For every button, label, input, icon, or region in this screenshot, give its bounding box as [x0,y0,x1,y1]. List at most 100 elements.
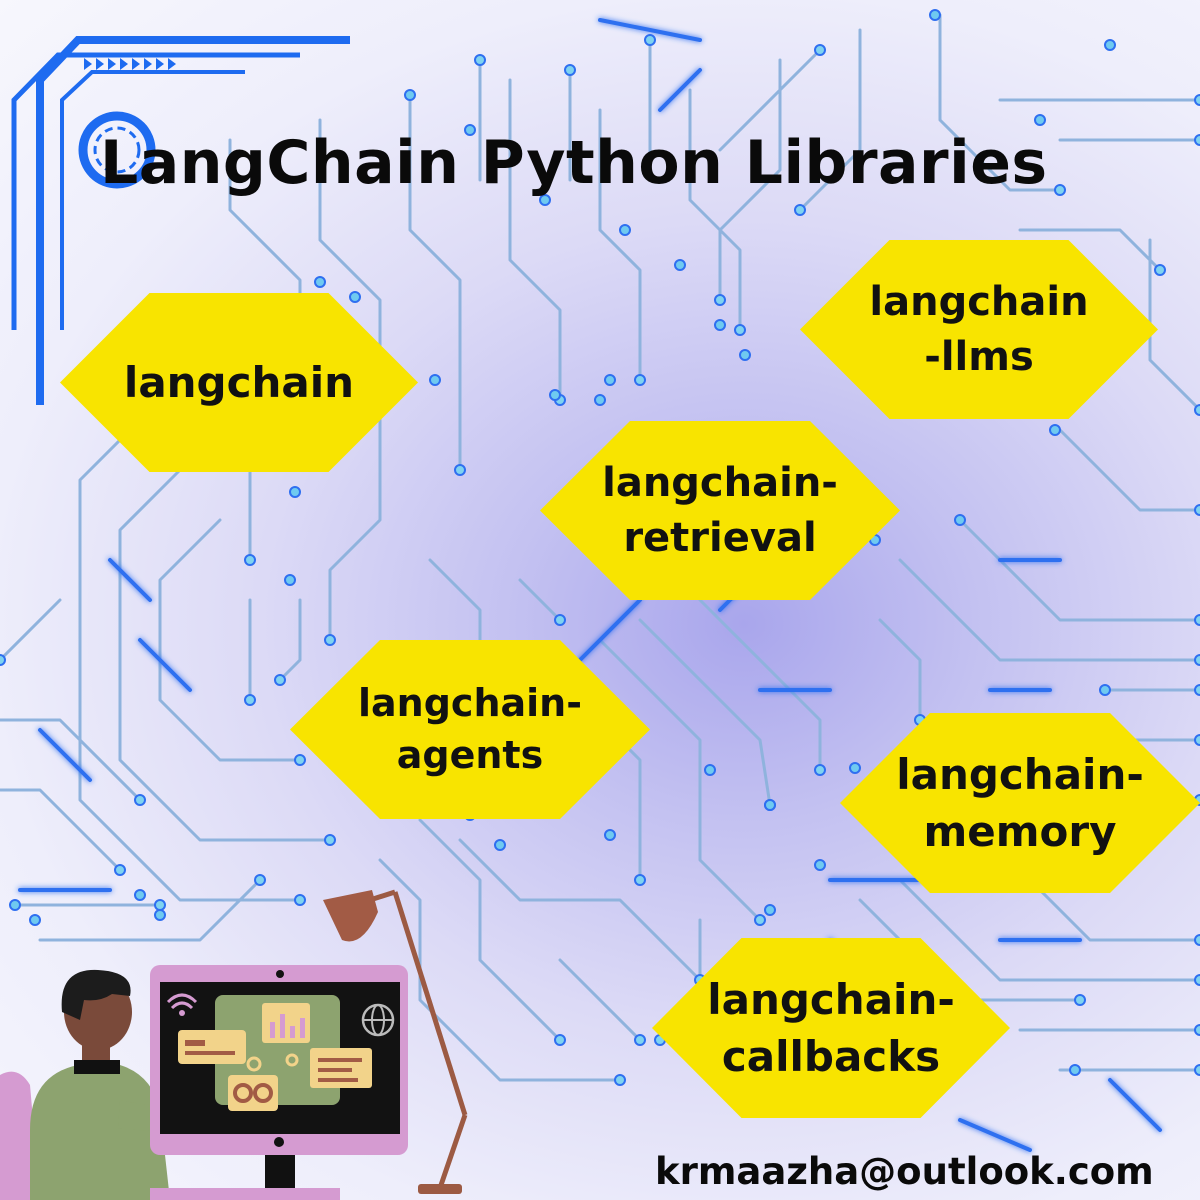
circuit-node [619,224,631,236]
circuit-pad [114,864,126,876]
circuit-trace [518,578,562,622]
circuit-node [9,899,21,911]
circuit-trace [1018,228,1162,272]
circuit-pad [714,294,726,306]
hexagon-label: langchain- callbacks [707,974,955,1081]
circuit-pad [1194,684,1200,696]
contact-email: krmaazha@outlook.com [655,1150,1154,1193]
circuit-pad [634,874,646,886]
circuit-node [1069,1064,1081,1076]
circuit-trace [798,28,862,212]
circuit-pad [1194,934,1200,946]
circuit-pad [554,614,566,626]
circuit-trace [638,618,772,807]
circuit-pad [634,374,646,386]
circuit-node [714,319,726,331]
circuit-pad [1194,134,1200,146]
hexagon-label: langchain -llms [869,279,1089,380]
circuit-pad [554,1034,566,1046]
circuit-pad [244,694,256,706]
hexagon-langchain: langchain [60,293,418,472]
hexagon-label: langchain- agents [358,680,582,777]
circuit-pad [814,764,826,776]
circuit-node [349,291,361,303]
circuit-trace [0,598,62,662]
circuit-trace [1148,238,1200,412]
ring-icon [78,111,156,189]
circuit-node [289,486,301,498]
hexagon-label: langchain- retrieval [602,460,838,561]
circuit-glow-trace [1108,1078,1162,1132]
circuit-pad [324,634,336,646]
hexagon-label: langchain- memory [896,749,1144,856]
circuit-trace [508,78,562,402]
circuit-node [314,276,326,288]
circuit-pad [734,324,746,336]
circuit-node [814,859,826,871]
circuit-pad [474,54,486,66]
circuit-trace [698,598,822,772]
circuit-trace [558,958,642,1042]
circuit-pad [0,654,6,666]
circuit-trace [688,88,742,332]
circuit-node [594,394,606,406]
circuit-pad [1194,94,1200,106]
circuit-node [134,889,146,901]
circuit-pad [754,914,766,926]
circuit-node [464,124,476,136]
circuit-node [604,374,616,386]
circuit-node [954,514,966,526]
circuit-pad [1194,1024,1200,1036]
circuit-trace [78,418,302,902]
circuit-node [404,89,416,101]
circuit-trace [718,48,822,152]
circuit-trace [898,878,1200,982]
circuit-node [1099,684,1111,696]
circuit-pad [274,674,286,686]
circuit-node [764,799,776,811]
circuit-pad [244,554,256,566]
circuit-node [764,904,776,916]
circuit-pad [254,874,266,886]
circuit-node [1049,424,1061,436]
page-title: LangChain Python Libraries [100,128,1048,198]
circuit-glow-trace [598,18,702,42]
circuit-pad [814,44,826,56]
circuit-node [494,839,506,851]
circuit-trace [958,518,1200,622]
circuit-node [539,194,551,206]
circuit-node [429,374,441,386]
circuit-trace [408,93,462,472]
circuit-trace [418,818,562,1042]
circuit-pad [1194,614,1200,626]
circuit-node [704,764,716,776]
circuit-pad [324,834,336,846]
monitor-icon [150,965,408,1200]
circuit-node [549,389,561,401]
circuit-trace [158,518,302,762]
circuit-glow-trace [658,68,702,112]
circuit-trace [598,108,642,382]
circuit-trace [878,618,922,722]
desk-lamp-icon [323,889,468,1194]
circuit-trace [0,788,122,872]
circuit-pad [1054,184,1066,196]
circuit-trace [278,598,302,682]
circuit-trace [458,838,702,982]
circuit-trace [0,718,142,802]
circuit-trace [118,468,332,842]
circuit-pad [1194,1064,1200,1076]
circuit-pad [294,754,306,766]
circuit-node [604,829,616,841]
circuit-pad [614,1074,626,1086]
circuit-trace [938,13,1062,192]
circuit-glow-trace [108,558,152,602]
circuit-node [154,909,166,921]
circuit-node [1034,114,1046,126]
hexagon-langchain-retrieval: langchain- retrieval [540,421,900,600]
circuit-node [739,349,751,361]
circuit-pad [1154,264,1166,276]
circuit-pad [294,894,306,906]
circuit-trace [718,58,782,302]
circuit-trace [1058,428,1200,512]
